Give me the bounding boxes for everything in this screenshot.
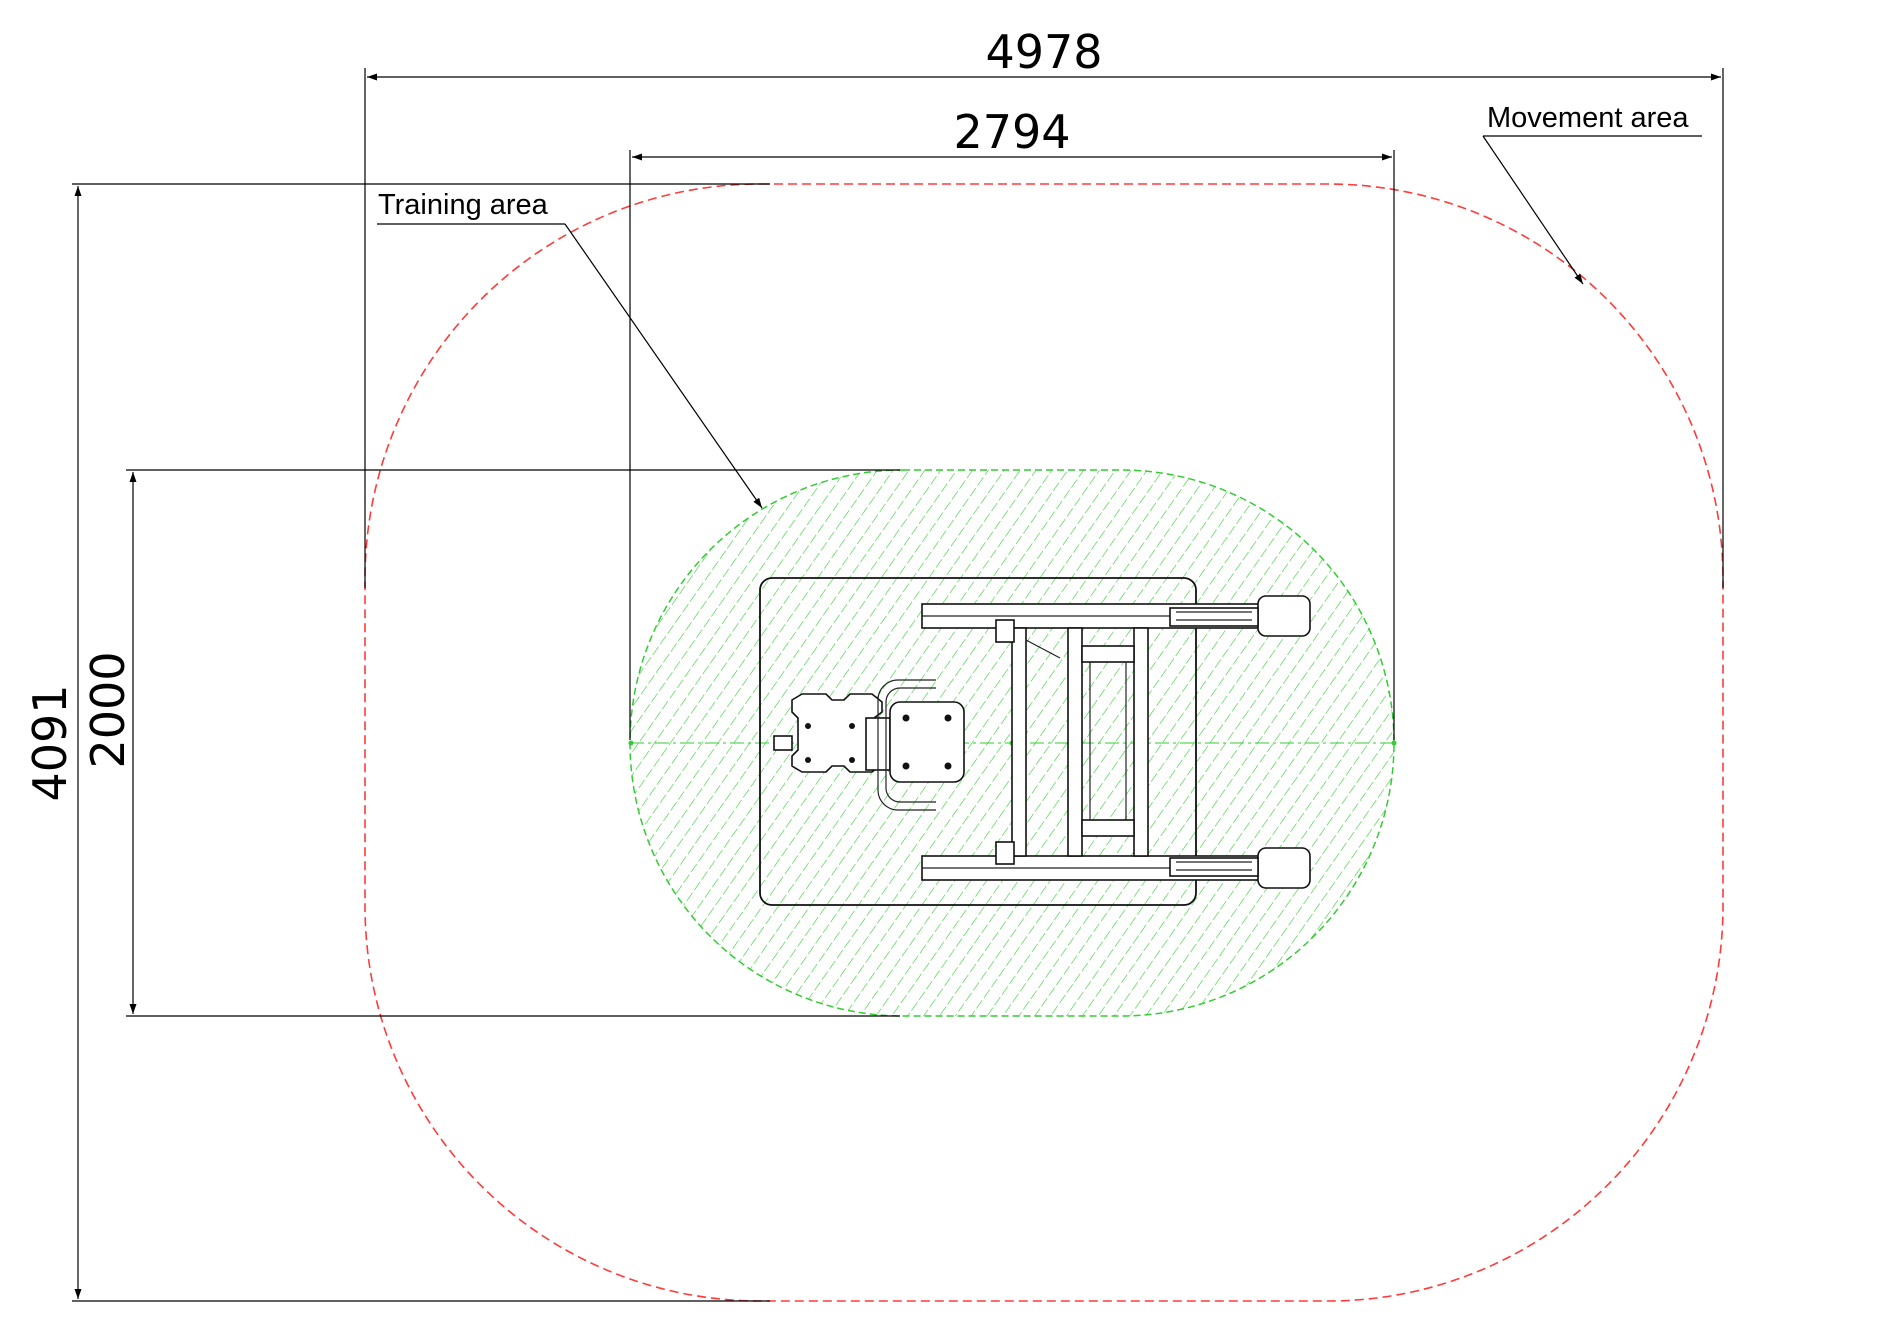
movement-area-leader [1482, 135, 1702, 285]
dimension-4091 [72, 183, 770, 1302]
equipment-frame [921, 595, 1311, 889]
center-point-left [628, 740, 634, 746]
center-point-right [1391, 740, 1397, 746]
movement-area-label: Movement area [1487, 102, 1689, 134]
equipment-seat [773, 679, 965, 811]
equipment-base-plate [759, 577, 1197, 906]
dimension-2000-label: 2000 [81, 651, 135, 768]
training-area-leader [377, 223, 763, 509]
dimension-2794 [629, 150, 1395, 740]
dimension-2794-label: 2794 [953, 105, 1070, 159]
dimension-4091-label: 4091 [23, 684, 77, 801]
dimension-4978 [364, 68, 1724, 588]
dimension-4978-label: 4978 [985, 25, 1102, 79]
movement-area-boundary [364, 183, 1724, 1302]
training-area-label: Training area [378, 189, 549, 221]
dimension-2000 [126, 469, 900, 1017]
